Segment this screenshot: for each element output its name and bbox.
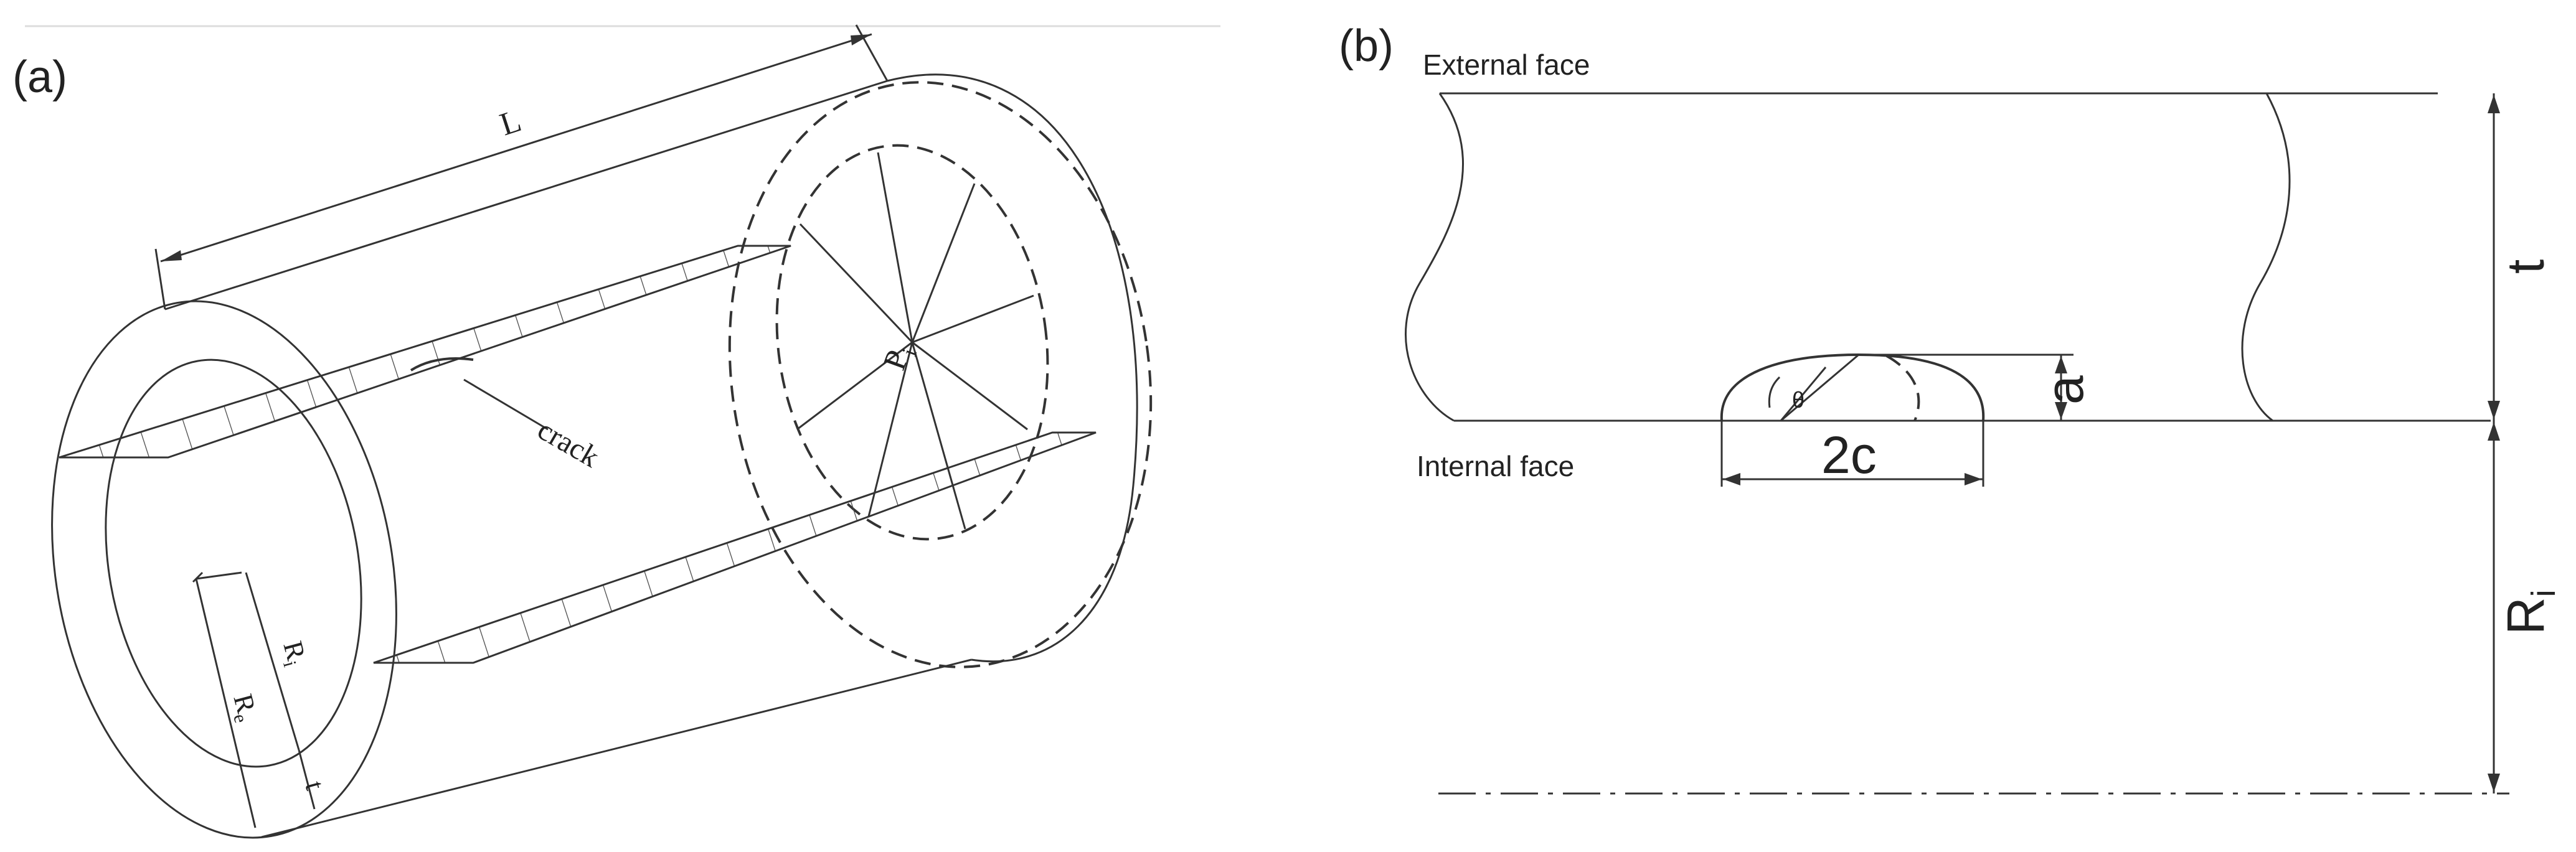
crack-label: crack [532,413,605,474]
crack-hidden-arc [1886,355,1920,421]
front-inner-ring [105,358,362,768]
left-break-curve [1405,93,1464,422]
lower-section-strip [373,431,1097,664]
crack-leader [463,378,549,431]
angle-arc [1768,376,1781,408]
angle-ray [1780,367,1827,421]
thickness-label-a: t [299,778,330,793]
outer-radius-label: Re [225,691,264,725]
panel-a-label: (a) [12,52,67,102]
crack-mark [410,357,474,372]
angle-label: θ [1792,387,1805,413]
cylinder-top-edge [164,80,888,311]
thickness-label-b: t [2496,260,2555,274]
inner-radius-label-b: Ri [2496,589,2562,635]
right-break-curve [2241,93,2291,422]
front-outer-ring [51,300,397,839]
upper-section-strip [59,245,791,459]
inner-radius-label: Ri [275,638,313,669]
back-inner-ring-hidden [775,144,1049,541]
crack-length-label: 2c [1821,426,1877,484]
pressure-label: Pi [877,340,922,377]
back-outer-ring-hidden [728,81,1153,668]
crack-semi-ellipse [1720,353,1985,421]
radius-dimensions [192,571,316,828]
panel-b-label: (b) [1339,21,1394,71]
angle-ray-2 [1780,353,1859,422]
internal-face-label: Internal face [1417,450,1574,482]
pressure-arrows [796,152,1034,530]
crack-depth-label: a [2036,375,2094,405]
cylinder-bottom-edge [261,658,972,838]
back-outer-ring-visible [887,73,1138,663]
panel-b-crack-geometry: (b) External face Internal face θ a 2c [1339,21,2562,795]
panel-a-cylinder-diagram: Pi crack L [12,24,1220,839]
length-dimension [154,24,889,310]
length-label: L [496,103,526,143]
external-face-label: External face [1423,49,1590,81]
